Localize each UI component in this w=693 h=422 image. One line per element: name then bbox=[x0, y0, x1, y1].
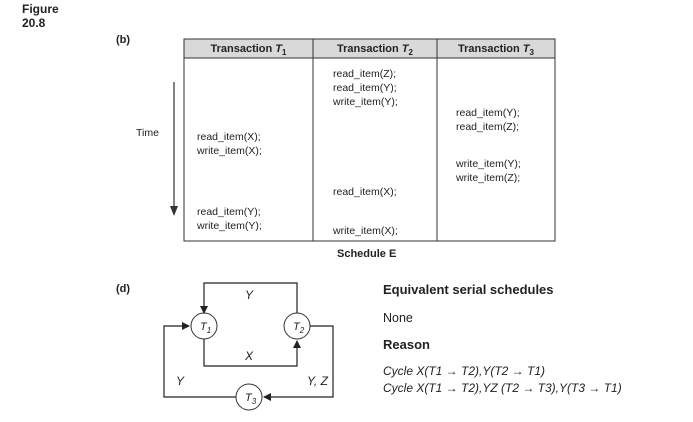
t3-op: write_item(Y); bbox=[456, 158, 521, 170]
cycle-2: Cycle X(T1 → T2),YZ (T2 → T3),Y(T3 → T1) bbox=[383, 381, 622, 395]
t3-op: read_item(Z); bbox=[456, 121, 520, 133]
edge-label-yz: Y, Z bbox=[307, 374, 329, 388]
t3-op: write_item(Z); bbox=[456, 172, 521, 184]
part-d-label: (d) bbox=[116, 283, 131, 295]
column-header-t1: Transaction T1 bbox=[210, 43, 287, 58]
edge-t2-t1 bbox=[200, 282, 298, 314]
cycle-1: Cycle X(T1 → T2),Y(T2 → T1) bbox=[383, 364, 546, 378]
reason-title: Reason bbox=[383, 337, 430, 352]
node-label-t3: T3 bbox=[245, 392, 257, 406]
edge-label-y-left: Y bbox=[176, 374, 185, 388]
t1-op: write_item(Y); bbox=[197, 220, 262, 232]
column-header-t2: Transaction T2 bbox=[337, 43, 413, 58]
node-label-t2: T2 bbox=[293, 321, 305, 335]
t3-op: read_item(Y); bbox=[456, 107, 520, 119]
figure-label: Figure 20.8 bbox=[22, 2, 59, 30]
schedule-caption: Schedule E bbox=[337, 248, 397, 260]
edge-label-y-top: Y bbox=[245, 288, 254, 302]
equiv-title: Equivalent serial schedules bbox=[383, 282, 554, 297]
t2-op: read_item(Y); bbox=[333, 82, 397, 94]
equiv-value: None bbox=[383, 311, 413, 325]
edge-t1-t2 bbox=[203, 339, 301, 367]
time-arrow-head bbox=[170, 206, 178, 216]
t2-op: read_item(X); bbox=[333, 186, 397, 198]
t1-op: read_item(Y); bbox=[197, 206, 261, 218]
t1-op: write_item(X); bbox=[197, 145, 262, 157]
column-header-t3: Transaction T3 bbox=[458, 43, 534, 58]
edge-label-x: X bbox=[244, 349, 254, 363]
t2-op: write_item(Y); bbox=[333, 96, 398, 108]
node-label-t1: T1 bbox=[200, 321, 211, 335]
edge-t2-t3 bbox=[263, 325, 334, 401]
table-body-border bbox=[183, 57, 556, 242]
t2-op: write_item(X); bbox=[333, 225, 398, 237]
time-label: Time bbox=[136, 127, 159, 139]
t2-op: read_item(Z); bbox=[333, 68, 397, 80]
part-b-label: (b) bbox=[116, 34, 131, 46]
t1-op: read_item(X); bbox=[197, 131, 261, 143]
edge-t3-t1 bbox=[163, 322, 236, 398]
